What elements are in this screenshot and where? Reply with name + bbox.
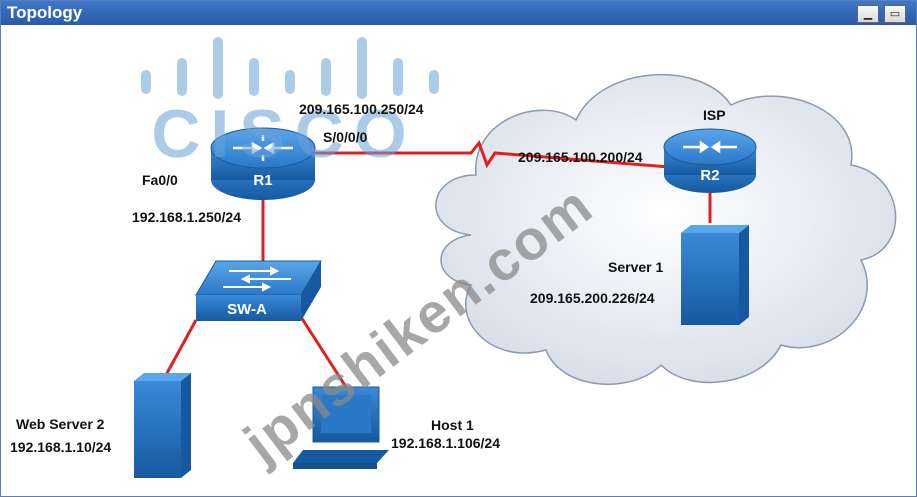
title-bar: Topology ▁ ▭ <box>1 1 916 25</box>
switch-sw-a-label: SW-A <box>227 301 267 318</box>
server1-name-label: Server 1 <box>608 259 664 275</box>
link-swa-host1 <box>299 316 348 388</box>
window-title: Topology <box>7 3 83 22</box>
web-server-2[interactable] <box>134 373 191 478</box>
r1-serial-label: S/0/0/0 <box>323 129 368 145</box>
switch-icon <box>223 266 291 292</box>
host-1[interactable] <box>293 386 389 469</box>
server-icon <box>681 233 739 325</box>
cisco-watermark-text: CISCO <box>151 96 416 172</box>
router-r2[interactable]: R2 <box>663 128 757 193</box>
host1-ip-label: 192.168.1.106/24 <box>391 435 500 451</box>
minimize-icon: ▁ <box>863 7 873 20</box>
router-r1-label: R1 <box>253 172 272 189</box>
r2-wan-ip-label: 209.165.100.200/24 <box>518 149 643 165</box>
cisco-watermark-logo: CISCO <box>141 37 439 172</box>
router-icon <box>233 135 293 161</box>
r1-fa-label: Fa0/0 <box>142 172 178 188</box>
close-icon: ▭ <box>889 7 901 20</box>
isp-label: ISP <box>703 107 726 123</box>
router-icon <box>683 140 737 154</box>
network-links <box>164 139 712 388</box>
r1-lan-ip-label: 192.168.1.250/24 <box>132 209 241 225</box>
server-1[interactable] <box>681 225 749 325</box>
link-swa-webserver2 <box>164 319 198 376</box>
isp-cloud <box>435 73 897 385</box>
host1-name-label: Host 1 <box>431 417 474 433</box>
close-button[interactable]: ▭ <box>884 5 906 23</box>
webserver2-ip-label: 192.168.1.10/24 <box>10 439 112 455</box>
webserver2-name-label: Web Server 2 <box>16 416 105 432</box>
router-r1[interactable]: R1 <box>210 127 316 200</box>
server1-ip-label: 209.165.200.226/24 <box>530 290 655 306</box>
topology-diagram: R1 R2 <box>134 37 897 478</box>
router-r2-label: R2 <box>700 167 719 184</box>
topology-canvas: R1 R2 <box>1 25 916 496</box>
r1-wan-ip-label: 209.165.100.250/24 <box>299 101 424 117</box>
server-icon <box>134 381 181 478</box>
minimize-button[interactable]: ▁ <box>857 5 879 23</box>
pc-icon <box>293 386 389 469</box>
switch-sw-a[interactable]: SW-A <box>195 260 322 321</box>
link-r1-r2-serial <box>313 139 670 169</box>
